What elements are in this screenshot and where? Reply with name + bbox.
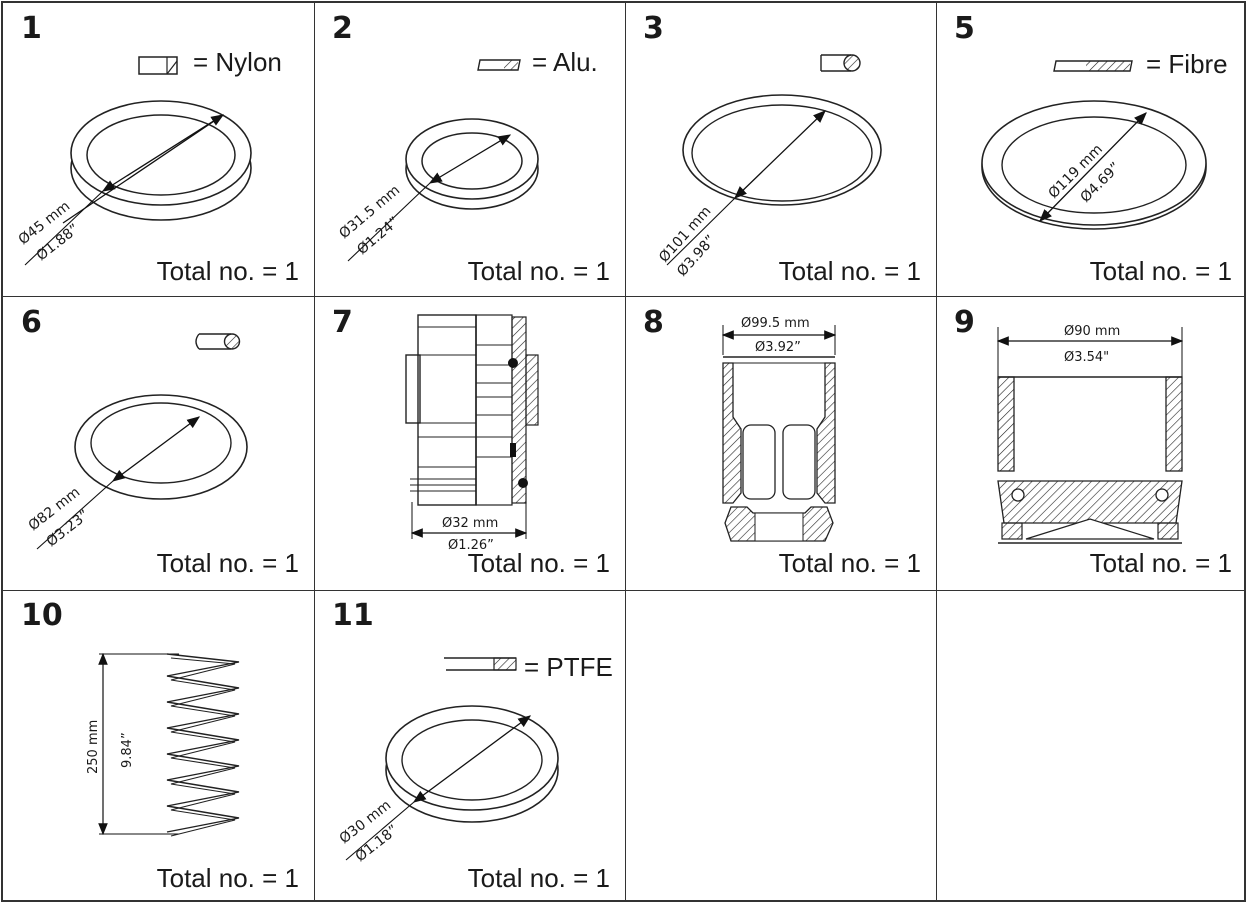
total-count: Total no. = 1 bbox=[467, 256, 610, 286]
grid-divider bbox=[936, 3, 937, 900]
part-cell-5: 5 = Fibre Ø119 mm Ø4.69” Total no. = 1 bbox=[936, 3, 1246, 295]
alu-material-symbol bbox=[477, 59, 521, 71]
dimension-mm: Ø99.5 mm bbox=[741, 316, 810, 331]
material-label: = Fibre bbox=[1146, 49, 1228, 79]
part-number: 1 bbox=[21, 11, 42, 46]
part-number: 2 bbox=[332, 11, 353, 46]
total-count: Total no. = 1 bbox=[778, 548, 921, 578]
grid-divider bbox=[625, 3, 626, 900]
part-number: 11 bbox=[332, 598, 374, 633]
total-count: Total no. = 1 bbox=[156, 256, 299, 286]
total-count: Total no. = 1 bbox=[467, 548, 610, 578]
material-label: = PTFE bbox=[524, 652, 613, 682]
material-label: = Alu. bbox=[532, 47, 598, 77]
dimension-inch: Ø1.26” bbox=[448, 538, 494, 553]
part-cell-10: 10 250 mm 9.84” Total no. = 1 bbox=[3, 590, 313, 902]
empty-cell bbox=[625, 590, 935, 902]
part-number: 10 bbox=[21, 598, 63, 633]
valve-piston-drawing: Ø90 mm Ø3.54" bbox=[996, 324, 1184, 544]
total-count: Total no. = 1 bbox=[156, 548, 299, 578]
part-number: 3 bbox=[643, 11, 664, 46]
ptfe-washer-drawing: Ø30 mm Ø1.18” bbox=[337, 705, 559, 865]
insert-cartridge-drawing: Ø32 mm Ø1.26” bbox=[405, 314, 539, 553]
part-number: 8 bbox=[643, 305, 664, 340]
fibre-gasket-drawing: Ø119 mm Ø4.69” bbox=[981, 100, 1207, 230]
alu-washer-drawing: Ø31.5 mm Ø1.24” bbox=[336, 118, 539, 262]
ptfe-material-symbol bbox=[444, 657, 517, 671]
dimension-mm: 250 mm bbox=[86, 720, 101, 774]
total-count: Total no. = 1 bbox=[467, 863, 610, 893]
part-cell-7: 7 Ø32 mm Ø1.26” Total no. = 1 bbox=[314, 297, 624, 587]
total-count: Total no. = 1 bbox=[1089, 548, 1232, 578]
dimension-inch: 9.84” bbox=[120, 732, 135, 768]
dimension-mm: Ø32 mm bbox=[442, 516, 498, 531]
dimension-mm: Ø90 mm bbox=[1064, 324, 1120, 339]
part-number: 9 bbox=[954, 305, 975, 340]
total-count: Total no. = 1 bbox=[156, 863, 299, 893]
part-cell-8: 8 Ø99.5 mm Ø3.92” Total no. = 1 bbox=[625, 297, 935, 587]
total-count: Total no. = 1 bbox=[1089, 256, 1232, 286]
grid-divider bbox=[3, 296, 1244, 297]
valve-cage-drawing: Ø99.5 mm Ø3.92” bbox=[721, 316, 837, 542]
grid-divider bbox=[3, 590, 1244, 591]
oring-drawing: Ø101 mm Ø3.98” bbox=[656, 94, 882, 280]
empty-cell bbox=[936, 590, 1246, 902]
part-number: 5 bbox=[954, 11, 975, 46]
part-cell-2: 2 = Alu. Ø31.5 mm Ø1.24” Total no. = 1 bbox=[314, 3, 624, 295]
part-cell-11: 11 = PTFE Ø30 mm Ø1.18” Total no. = 1 bbox=[314, 590, 624, 902]
nylon-washer-drawing: Ø45 mm Ø1.88” bbox=[16, 100, 252, 266]
dimension-inch: Ø3.54" bbox=[1064, 350, 1109, 365]
part-cell-1: 1 = Nylon Ø45 mm Ø1.88” Total no. = 1 bbox=[3, 3, 313, 295]
spring-drawing: 250 mm 9.84” bbox=[86, 652, 240, 837]
nylon-material-symbol bbox=[138, 56, 178, 75]
part-cell-6: 6 Ø82 mm Ø3.23” Total no. = 1 bbox=[3, 297, 313, 587]
part-cell-9: 9 Ø90 mm Ø3.54" Total no. = 1 bbox=[936, 297, 1246, 587]
part-number: 7 bbox=[332, 305, 353, 340]
dimension-inch: Ø3.92” bbox=[755, 340, 801, 355]
total-count: Total no. = 1 bbox=[778, 256, 921, 286]
oring-drawing: Ø82 mm Ø3.23” bbox=[26, 394, 248, 550]
oring-material-symbol bbox=[195, 333, 241, 350]
oring-material-symbol bbox=[820, 54, 861, 72]
material-label: = Nylon bbox=[193, 47, 282, 77]
grid-divider bbox=[314, 3, 315, 900]
fibre-material-symbol bbox=[1053, 60, 1133, 72]
part-cell-3: 3 Ø101 mm Ø3.98” Total no. = 1 bbox=[625, 3, 935, 295]
part-number: 6 bbox=[21, 305, 42, 340]
